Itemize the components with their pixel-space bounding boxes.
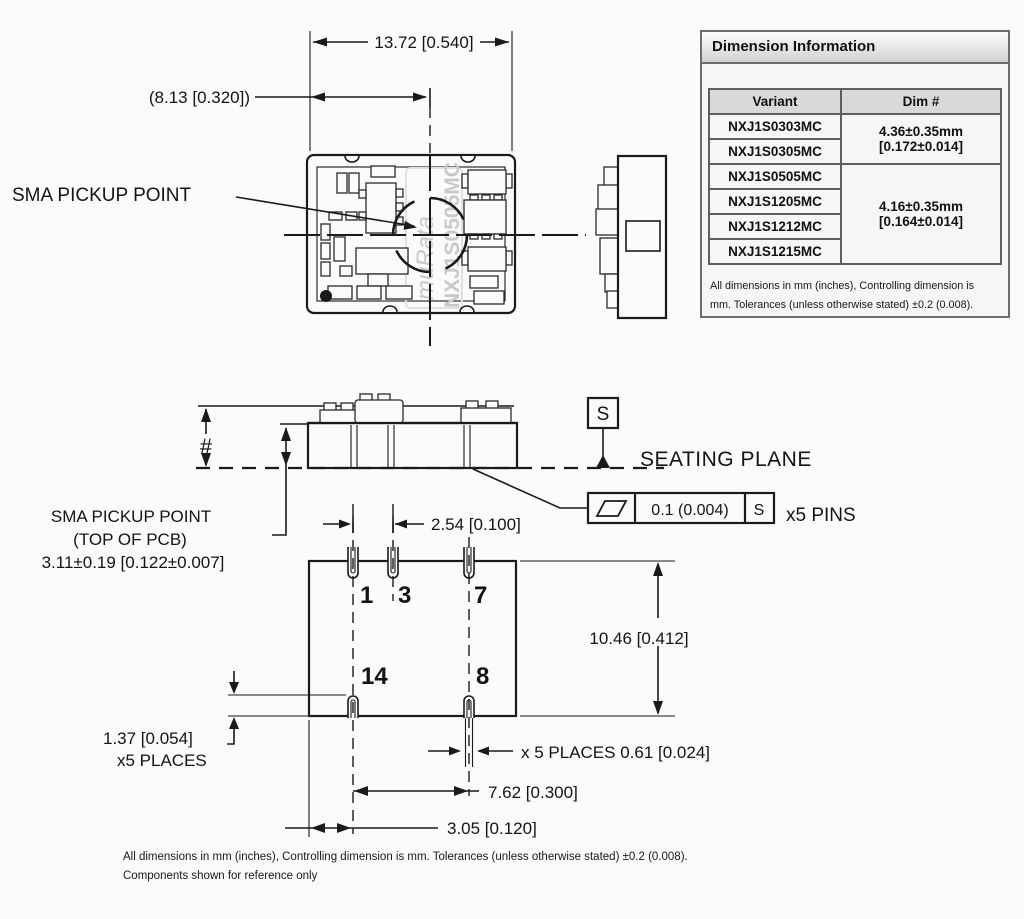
panel-tolerance-note: All dimensions in mm (inches), Controlli… [710, 277, 1000, 316]
table-row: NXJ1S1205MC [708, 188, 1001, 215]
dim-row-span: 7.62 [0.300] [353, 783, 578, 802]
dim-a-mm: 4.36±0.35mm [879, 124, 963, 139]
dim-b-mm: 4.16±0.35mm [879, 199, 963, 214]
table-header-row: Variant Dim # [708, 88, 1002, 115]
elevation-components [308, 393, 517, 425]
seating-plane-label: SEATING PLANE [640, 448, 812, 471]
pin-label-14: 14 [361, 663, 388, 690]
dim-height-ref-label: # [200, 434, 213, 459]
pickup-height-line2: (TOP OF PCB) [73, 530, 187, 549]
table-row: NXJ1S0305MC [708, 138, 1001, 165]
drawing-notes: All dimensions in mm (inches), Controlli… [123, 851, 923, 889]
pickup-point-crosshair [284, 155, 586, 346]
flatness-symbol-icon [595, 500, 628, 517]
pin-label-3: 3 [398, 582, 411, 609]
silkscreen-part-number: NXJ1S0505MC [441, 162, 464, 308]
dim-pickup-offset: (8.13 [0.320]) [149, 88, 431, 153]
variant-cell: NXJ1S0505MC [708, 163, 842, 190]
sma-pickup-callout: SMA PICKUP POINT [12, 185, 417, 230]
sma-pickup-label: SMA PICKUP POINT [12, 185, 192, 206]
pin-centerlines [352, 504, 470, 834]
dim-depth-label: 10.46 [0.412] [589, 629, 688, 648]
pins-count-note: x5 PINS [786, 505, 856, 526]
note-tolerances: All dimensions in mm (inches), Controlli… [123, 851, 688, 863]
pcb-components [320, 165, 513, 305]
datum-s-flag: S [586, 396, 620, 468]
dimension-info-title: Dimension Information [702, 32, 1008, 64]
variant-cell: NXJ1S0303MC [708, 113, 842, 140]
pickup-height-label: SMA PICKUP POINT (TOP OF PCB) 3.11±0.19 … [42, 507, 225, 572]
pin1-indicator-dot [320, 290, 332, 302]
table-row: NXJ1S0505MC 4.16±0.35mm [0.164±0.014] [708, 163, 1002, 265]
dim-row-span-label: 7.62 [0.300] [488, 783, 578, 802]
dim-depth: 10.46 [0.412] [520, 560, 689, 717]
bottom-view: 1 3 7 14 8 2.54 [0.100] 10.46 [0.412] [103, 504, 710, 838]
note-reference: Components shown for reference only [123, 870, 318, 882]
dim-edge-offset-label: 3.05 [0.120] [447, 819, 537, 838]
pin-label-8: 8 [476, 663, 489, 690]
elevation-view: # S [42, 393, 856, 572]
silkscreen-logo: muRata [412, 216, 439, 300]
variant-dimension-table: Variant Dim # NXJ1S0303MC 4.36±0.35mm [0… [708, 88, 1002, 265]
dim-module-width-label: 13.72 [0.540] [374, 33, 473, 52]
sma-pickup-circle [391, 196, 469, 274]
dim-height-ref: # [195, 408, 217, 467]
dim-edge-offset: 3.05 [0.120] [285, 720, 537, 838]
edge-notches [344, 155, 476, 313]
table-row: NXJ1S1212MC [708, 213, 1001, 240]
table-row: NXJ1S1215MC [708, 238, 1001, 265]
flatness-callout: 0.1 (0.004) S x5 PINS [472, 468, 856, 526]
silkscreen: muRata NXJ1S0505MC [405, 162, 464, 309]
variant-cell: NXJ1S0305MC [708, 138, 842, 165]
datum-s-label: S [597, 404, 610, 425]
variant-column-header: Variant [708, 88, 842, 115]
dim-column-header: Dim # [840, 88, 1002, 115]
pin-label-1: 1 [360, 582, 373, 609]
dim-value-cell-group-b: 4.16±0.35mm [0.164±0.014] [840, 163, 1002, 265]
flatness-tolerance-label: 0.1 (0.004) [651, 502, 728, 519]
module-outline-elevation [306, 421, 519, 470]
dim-pin-pitch-label: 2.54 [0.100] [431, 515, 521, 534]
dim-b-inches: [0.164±0.014] [879, 214, 963, 229]
variant-cell: NXJ1S1205MC [708, 188, 842, 215]
pin-label-7: 7 [474, 582, 487, 609]
dim-a-inches: [0.172±0.014] [879, 139, 963, 154]
elevation-pins [350, 425, 471, 467]
top-view: 13.72 [0.540] (8.13 [0.320]) muRata NXJ1… [12, 31, 586, 346]
table-row: NXJ1S0303MC 4.36±0.35mm [0.172±0.014] [708, 113, 1002, 165]
dim-pickup-offset-label: (8.13 [0.320]) [149, 88, 250, 107]
dim-pin-width: x 5 PLACES 0.61 [0.024] [428, 743, 710, 762]
dim-pin-length: 1.37 [0.054] x5 PLACES [103, 671, 346, 770]
variant-cell: NXJ1S1212MC [708, 213, 842, 240]
dim-pin-length-label: 1.37 [0.054] [103, 729, 193, 748]
dim-pin-width-label: x 5 PLACES 0.61 [0.024] [521, 743, 710, 762]
dimension-info-panel: Dimension Information Variant Dim # NXJ1… [700, 30, 1010, 318]
flatness-datum-label: S [754, 502, 765, 519]
panel-note-line1: All dimensions in mm (inches), Controlli… [710, 280, 975, 292]
dim-pin-length-note: x5 PLACES [117, 751, 207, 770]
footprint-outline [307, 559, 518, 718]
side-view [595, 154, 668, 320]
panel-note-line2: mm. Tolerances (unless otherwise stated)… [710, 299, 974, 312]
dim-pin-pitch: 2.54 [0.100] [323, 515, 521, 534]
side-component [625, 220, 661, 252]
dim-value-cell-group-a: 4.36±0.35mm [0.172±0.014] [840, 113, 1002, 165]
pickup-height-line1: SMA PICKUP POINT [51, 507, 211, 526]
dim-module-width: 13.72 [0.540] [309, 31, 513, 151]
variant-cell: NXJ1S1215MC [708, 238, 842, 265]
pickup-height-line3: 3.11±0.19 [0.122±0.007] [42, 553, 225, 572]
